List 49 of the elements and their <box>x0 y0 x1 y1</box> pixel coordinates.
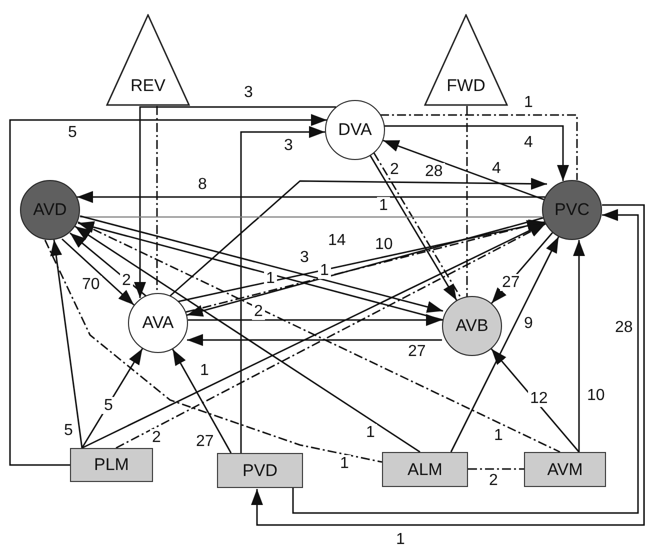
connector-arrow <box>382 140 544 200</box>
connector-arrow <box>187 334 442 346</box>
neuron-box <box>70 448 153 482</box>
edge-label: 5 <box>102 397 115 414</box>
connector-arrow <box>384 125 569 181</box>
node-label: ALM <box>408 460 442 480</box>
node-label: AVD <box>33 200 67 220</box>
edge-label: 2 <box>388 161 401 178</box>
node-label: AVA <box>142 313 174 333</box>
node-label: FWD <box>446 76 486 96</box>
connector-arrow <box>188 314 442 326</box>
neuron-circle <box>128 293 188 353</box>
neuron-box <box>524 452 606 487</box>
connector-arrow <box>251 204 645 526</box>
neuron-box <box>217 453 303 488</box>
node-label: PVC <box>554 200 590 220</box>
connector-arrow <box>450 236 560 452</box>
edge-label: 1 <box>264 270 277 287</box>
node-label: REV <box>130 76 166 96</box>
connector-arrow <box>573 240 585 452</box>
node-label: AVB <box>456 316 488 336</box>
edge-label: 1 <box>318 262 331 279</box>
connector-arrow <box>77 191 545 203</box>
node-label: DVA <box>338 120 372 140</box>
connector-arrow <box>74 226 420 453</box>
connector-arrow <box>491 232 553 304</box>
edge-label: 27 <box>500 274 522 291</box>
connector-arrow <box>50 240 83 448</box>
neuron-circle <box>442 296 502 356</box>
connector-arrow <box>62 238 134 306</box>
connector-arrow <box>292 209 639 514</box>
connector-arrow <box>9 114 327 466</box>
connector-arrow <box>490 348 580 452</box>
connector-arrow <box>81 348 144 448</box>
edge-label: 2 <box>120 272 133 289</box>
node-label: AVM <box>547 460 583 480</box>
connector-arrow <box>134 106 336 298</box>
triangle-node <box>106 14 190 106</box>
neuron-box <box>382 452 468 487</box>
node-label: PLM <box>94 455 129 475</box>
edge-label: 12 <box>528 390 550 407</box>
neuron-circle <box>542 180 602 240</box>
connector-arrow <box>240 126 325 453</box>
connector-arrow <box>170 178 547 297</box>
triangle-node <box>424 14 508 106</box>
connector-arrow <box>70 232 146 297</box>
connector-arrow <box>172 348 232 454</box>
node-label: PVD <box>242 460 278 480</box>
edge-label: 2 <box>252 303 265 320</box>
